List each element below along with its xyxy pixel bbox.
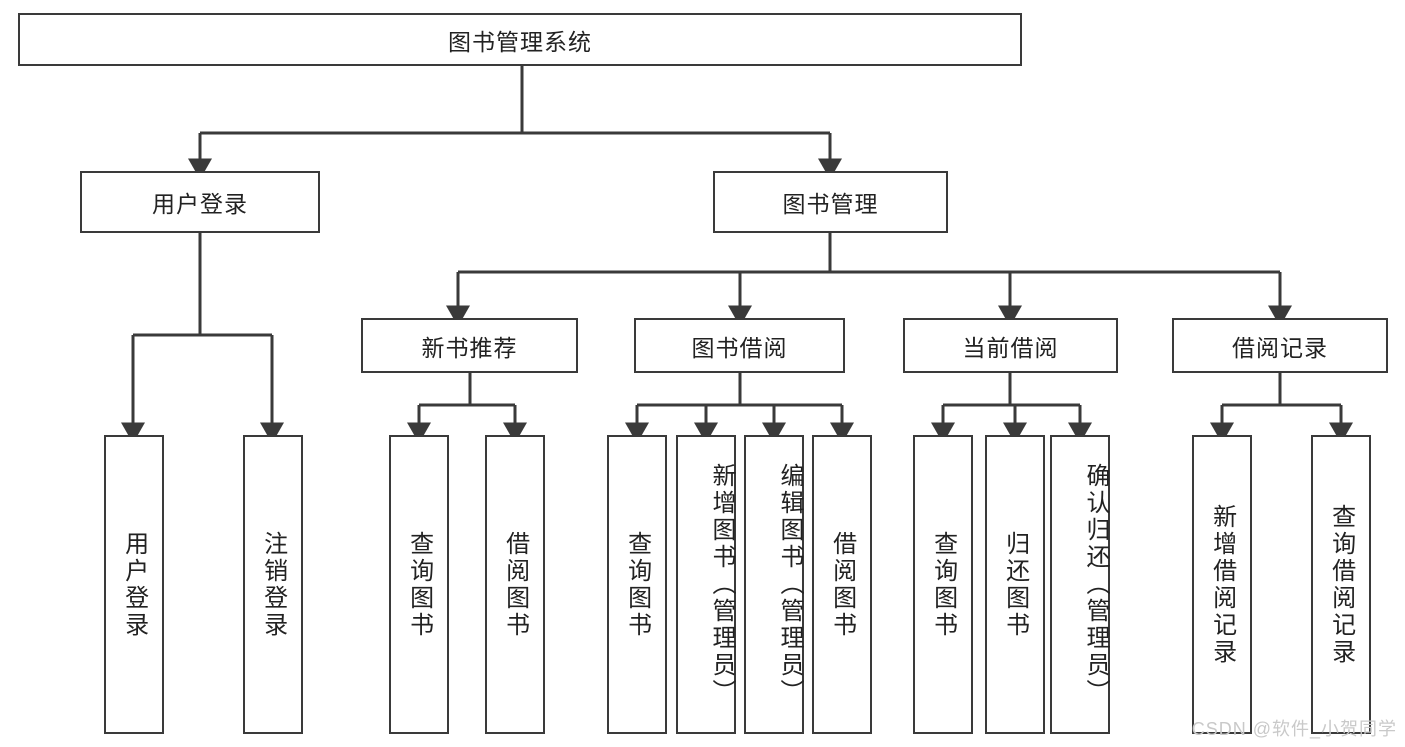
node-leaf-label: 查询图书 <box>623 530 651 639</box>
node-leaf-label: 新增借阅记录 <box>1208 503 1236 666</box>
node-leaf-借阅图书[interactable]: 借阅图书 <box>485 435 545 734</box>
node-level2-图书管理[interactable]: 图书管理 <box>713 171 948 233</box>
watermark-label: CSDN @软件_小贺同学 <box>1191 719 1397 739</box>
node-leaf-新增图书管理员[interactable]: 新增图书（管理员） <box>676 435 736 734</box>
node-leaf-label: 查询图书 <box>929 530 957 639</box>
node-leaf-label: 借阅图书 <box>828 530 856 639</box>
node-level3-新书推荐[interactable]: 新书推荐 <box>361 318 578 373</box>
node-leaf-label: 用户登录 <box>120 530 148 639</box>
node-leaf-注销登录[interactable]: 注销登录 <box>243 435 303 734</box>
node-leaf-新增借阅记录[interactable]: 新增借阅记录 <box>1192 435 1252 734</box>
node-leaf-查询图书[interactable]: 查询图书 <box>913 435 973 734</box>
node-leaf-确认归还管理员[interactable]: 确认归还（管理员） <box>1050 435 1110 734</box>
node-leaf-编辑图书管理员[interactable]: 编辑图书（管理员） <box>744 435 804 734</box>
node-leaf-label: 查询借阅记录 <box>1327 503 1355 666</box>
node-leaf-label: 新增图书（管理员） <box>708 463 735 706</box>
node-leaf-label: 归还图书 <box>1001 530 1029 639</box>
node-root[interactable]: 图书管理系统 <box>18 13 1022 66</box>
node-leaf-label: 确认归还（管理员） <box>1082 463 1109 706</box>
node-level3-当前借阅[interactable]: 当前借阅 <box>903 318 1118 373</box>
node-leaf-label: 借阅图书 <box>501 530 529 639</box>
node-leaf-查询图书[interactable]: 查询图书 <box>607 435 667 734</box>
node-leaf-label: 编辑图书（管理员） <box>776 463 803 706</box>
node-level3-图书借阅[interactable]: 图书借阅 <box>634 318 845 373</box>
node-leaf-归还图书[interactable]: 归还图书 <box>985 435 1045 734</box>
node-level3-借阅记录[interactable]: 借阅记录 <box>1172 318 1388 373</box>
node-level2-用户登录[interactable]: 用户登录 <box>80 171 320 233</box>
node-leaf-查询图书[interactable]: 查询图书 <box>389 435 449 734</box>
node-leaf-label: 注销登录 <box>259 530 287 639</box>
node-leaf-label: 查询图书 <box>405 530 433 639</box>
node-leaf-用户登录[interactable]: 用户登录 <box>104 435 164 734</box>
node-leaf-借阅图书[interactable]: 借阅图书 <box>812 435 872 734</box>
node-leaf-查询借阅记录[interactable]: 查询借阅记录 <box>1311 435 1371 734</box>
